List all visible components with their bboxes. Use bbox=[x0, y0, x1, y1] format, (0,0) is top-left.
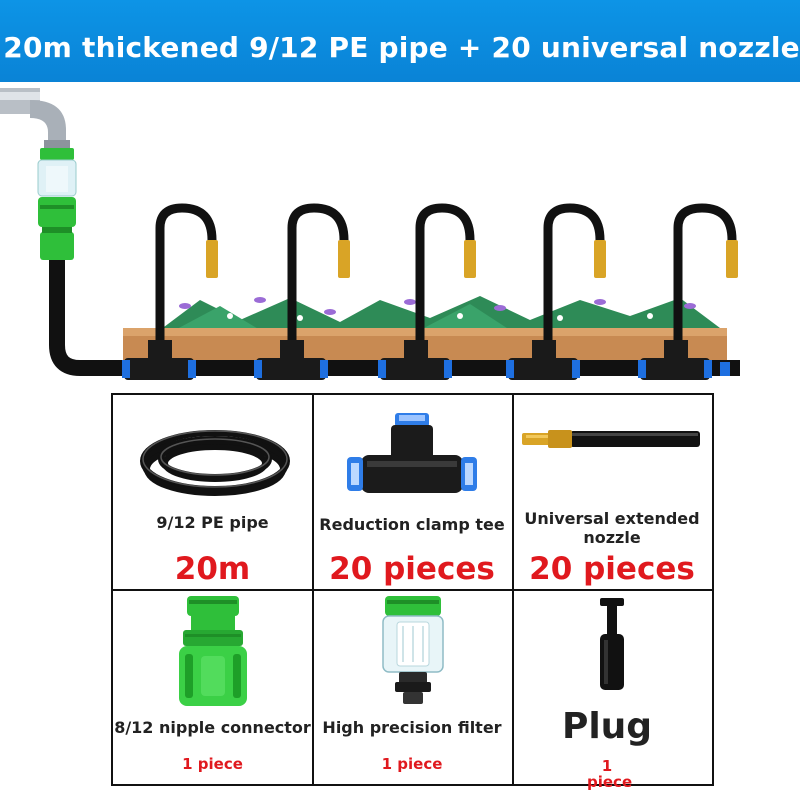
tee-fitting-icon bbox=[347, 413, 477, 493]
faucet-icon bbox=[0, 88, 70, 148]
product-card-filter: High precision filter 1 piece bbox=[313, 590, 511, 784]
banner-title: 20m thickened 9/12 PE pipe + 20 universa… bbox=[3, 31, 800, 64]
product-quantity: 20 pieces bbox=[329, 551, 495, 587]
product-card-pe-pipe: 9/12 PE pipe 20m bbox=[113, 395, 312, 588]
filter-icon bbox=[382, 596, 444, 704]
product-name: Plug bbox=[561, 706, 653, 747]
title-banner: 20m thickened 9/12 PE pipe + 20 universa… bbox=[0, 0, 800, 82]
product-quantity: 1 piece bbox=[381, 755, 443, 773]
end-plug bbox=[720, 362, 730, 376]
product-quantity-text: 1 piece bbox=[587, 757, 633, 791]
product-name: 8/12 nipple connector bbox=[114, 718, 311, 737]
nipple-connector-icon bbox=[179, 596, 247, 706]
product-name: High precision filter bbox=[322, 718, 502, 737]
product-quantity: 1 piece bbox=[182, 755, 243, 773]
product-quantity: 20m bbox=[174, 551, 251, 587]
product-name: Universal extended nozzle bbox=[524, 509, 700, 547]
coiled-pipe-icon bbox=[140, 430, 290, 496]
tee-fittings bbox=[122, 340, 712, 380]
main-pipe bbox=[49, 260, 740, 376]
extended-nozzle-icon bbox=[522, 430, 700, 448]
nozzle-risers bbox=[155, 203, 737, 358]
grid-divider bbox=[113, 589, 712, 591]
plug-icon bbox=[600, 598, 624, 690]
tap-connector-icon bbox=[38, 197, 76, 260]
product-card-extended-nozzle: Universal extended nozzle 20 pieces bbox=[512, 395, 712, 588]
product-card-plug: Plug 1 piece bbox=[512, 590, 712, 790]
product-card-nipple-connector: 8/12 nipple connector 1 piece bbox=[113, 590, 312, 784]
product-quantity: 1 piece bbox=[512, 758, 702, 790]
product-name: 9/12 PE pipe bbox=[156, 513, 269, 532]
installation-illustration bbox=[0, 88, 740, 380]
product-card-tee: Reduction clamp tee 20 pieces bbox=[313, 395, 511, 588]
product-grid bbox=[111, 393, 714, 786]
tap-filter-icon bbox=[37, 148, 77, 197]
product-quantity: 20 pieces bbox=[529, 551, 695, 587]
brass-nozzles bbox=[206, 240, 738, 278]
product-name: Reduction clamp tee bbox=[319, 515, 505, 534]
